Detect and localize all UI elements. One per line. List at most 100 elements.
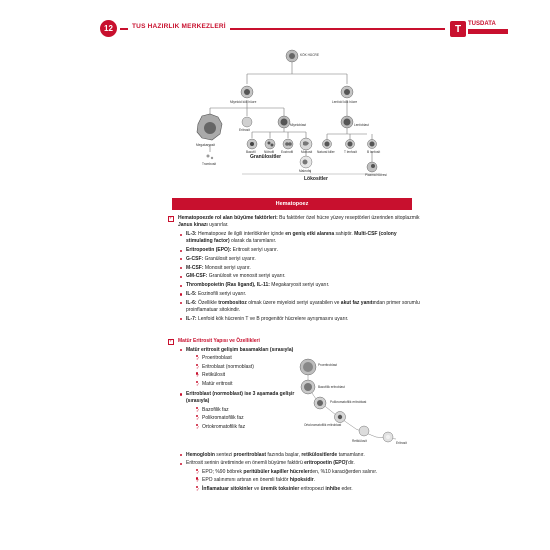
item-text: EPO; %90 böbrek — [202, 468, 244, 475]
label-nk: Natural killer — [317, 150, 335, 154]
page-number: 12 — [100, 20, 117, 37]
label-baso: Bazofilik eritroblast — [318, 385, 345, 389]
item-text: ndan primer sorumlu proinflamatuar sitok… — [186, 299, 420, 313]
stages-title: Matür eritrosit gelişim basamakları (sır… — [186, 346, 294, 353]
item-text: Hematopoez ile ilgili interlökinler için… — [196, 231, 286, 237]
erythrocyte-left-column: Matür eritrosit gelişim basamakları (sır… — [168, 347, 298, 431]
brand-logo: T TUSDATA — [450, 20, 510, 37]
logo-bar — [468, 29, 508, 34]
list-item: Eritroblast (normoblast) ise 3 aşamada g… — [180, 391, 298, 431]
item-text: . — [313, 477, 316, 484]
erythropoiesis-diagram — [299, 358, 397, 443]
intro-bold: Hematopoezde rol alan büyüme faktörleri: — [178, 215, 278, 221]
list-item: Hemoglobin sentezi proeritroblast fazınd… — [180, 452, 420, 459]
label-leukocytes: Lökositler — [304, 176, 328, 182]
list-item: GM-CSF: Granülosit ve monosit seriyi uya… — [180, 273, 420, 280]
list-item: G-CSF: Granülosit seriyi uyarır. — [180, 256, 420, 263]
stage-item: Matür eritrosit — [196, 380, 298, 388]
list-item: IL-5: Eozinofili seriyi uyarır. — [180, 291, 420, 298]
label-myeloid: Miyeloid kök hücre — [230, 100, 257, 104]
item-bold: en geniş etki alanına — [285, 231, 335, 237]
label-basophil: Bazofil — [246, 150, 256, 154]
figure-caption-bar: Hematopoez — [172, 198, 412, 210]
item-bold: peritübüler kapiller hücreler — [243, 468, 310, 475]
item-text: olmak üzere miyeloid seriyi uyarabilen v… — [246, 299, 341, 306]
intro-end: uyarırlar. — [207, 222, 229, 229]
header-title: TUS HAZIRLIK MERKEZLERİ — [128, 23, 230, 30]
item-bold: Hemoglobin — [186, 451, 215, 458]
item-text: Eozinofili seriyi uyarır. — [196, 290, 247, 297]
item-key: IL-5: — [186, 290, 197, 297]
section-heading: Matür Eritrosit Yapısı ve Özellikleri — [178, 338, 260, 344]
item-key: IL-7: — [186, 315, 197, 322]
list-item: IL-3: Hematopoez ile ilgili interlökinle… — [180, 231, 420, 245]
item-key: IL-3: — [186, 231, 197, 237]
item-bold: inhibe — [325, 485, 341, 492]
figure-caption: Hematopoez — [275, 201, 309, 207]
label-megakaryocyte: Megakaryosit — [196, 143, 215, 147]
label-myeloblast: Miyeloblast — [290, 123, 306, 127]
item-text: den, %10 karaciğerden salınır. — [309, 468, 378, 475]
item-text: olarak da tanımlanır. — [229, 238, 277, 245]
erythrocyte-list: Matür eritrosit gelişim basamakları (sır… — [180, 347, 298, 431]
item-key: G-CSF: — [186, 255, 204, 262]
hemoglobin-list: Hemoglobin sentezi proeritroblast fazınd… — [180, 452, 420, 493]
eb-stages-list: Bazofilik faz Polikromatofilik faz Ortok… — [196, 406, 298, 431]
logo-mark-icon: T — [450, 21, 466, 37]
item-bold: proeritroblast — [233, 451, 267, 458]
item-bold: retikülositlerde — [301, 451, 338, 458]
label-rbc: Eritrosit — [396, 441, 407, 445]
label-lymphoblast: Lenfoblast — [354, 123, 369, 127]
item-text: fazında başlar, — [266, 451, 302, 458]
logo-text: TUSDATA — [468, 21, 496, 27]
item-text: Granülosit seriyi uyarır. — [203, 255, 256, 262]
item-bold: üremik toksinler — [260, 485, 300, 492]
item-text: Eritrosit seriyi uyarır. — [231, 247, 278, 253]
item-bold: eritropoetin (EPO) — [304, 460, 348, 467]
hematopoiesis-figure: KÖK HÜCRE Miyeloid kök hücre Lenfoid kök… — [172, 44, 412, 194]
hematopoiesis-diagram — [196, 49, 382, 175]
item-bold: trombositoz — [218, 299, 247, 306]
list-item: Eritropoetin (EPO): Eritrosit seriyi uya… — [180, 247, 420, 254]
label-granulocytes: Granülositler — [250, 154, 282, 160]
list-item: Matür eritrosit gelişim basamakları (sır… — [180, 347, 298, 388]
label-thrombocyte: Trombosit — [202, 162, 217, 166]
item-text: Monosit seriyi uyarır. — [203, 264, 251, 271]
item-text: eritropoezi — [299, 485, 326, 492]
list-item: IL-6: Özellikle trombositoz olmak üzere … — [180, 300, 420, 314]
intro-bold2: Janus kinazı — [178, 222, 208, 229]
intro-text: Bu faktörler özel hücre yüzey reseptörle… — [277, 215, 420, 221]
list-item: Eritrosit serinin üretiminde en önemli b… — [180, 460, 420, 493]
item-text: Megakaryosit seriyi uyarır. — [269, 282, 330, 289]
item-key: Thrombopoietin (Ras ligand), IL-11: — [186, 282, 270, 289]
label-neutrophil: Nötrofil — [264, 150, 275, 154]
stage-item: Ortokromatofilik faz — [196, 423, 298, 431]
label-eosinophil: Eozinofil — [281, 150, 294, 154]
growth-factors-intro: Hematopoezde rol alan büyüme faktörleri:… — [168, 215, 420, 229]
item-text: ve — [252, 485, 261, 492]
label-lymphoid: Lenfoid kök hücre — [332, 100, 358, 104]
hemoglobin-section: Hemoglobin sentezi proeritroblast fazınd… — [168, 450, 420, 493]
label-erythrocyte: Eritrosit — [239, 128, 250, 132]
label-monocyte: Monosit — [301, 150, 313, 154]
item-bold: İnflamatuar sitokinler — [202, 485, 253, 492]
header-rule — [120, 28, 445, 30]
label-poly: Polikromatofilik eritroblast — [330, 400, 367, 404]
epo-sub-list: EPO; %90 böbrek peritübüler kapiller hüc… — [196, 468, 420, 493]
label-retic: Retikülosit — [352, 439, 367, 443]
label-macrophage: Makrofaj — [299, 169, 312, 173]
label-plasma: Plazma hücresi — [365, 173, 387, 177]
stage-item: Polikromatofilik faz — [196, 415, 298, 422]
page-header: 12 TUS HAZIRLIK MERKEZLERİ T TUSDATA — [100, 20, 510, 37]
section-heading-row: Matür Eritrosit Yapısı ve Özellikleri — [168, 338, 420, 345]
list-item: Thrombopoietin (Ras ligand), IL-11: Mega… — [180, 282, 420, 289]
eb-title: Eritroblast (normoblast) ise 3 aşamada g… — [186, 390, 295, 404]
item-key: GM-CSF: — [186, 273, 208, 280]
item-text: Lenfoid kök hücrenin T ve B progenitör h… — [196, 315, 349, 322]
list-item: M-CSF: Monosit seriyi uyarır. — [180, 265, 420, 272]
item-text: Özellikle — [196, 299, 219, 306]
growth-factors-section: Hematopoezde rol alan büyüme faktörleri:… — [168, 215, 420, 323]
item-key: IL-6: — [186, 299, 197, 306]
list-item: IL-7: Lenfoid kök hücrenin T ve B progen… — [180, 316, 420, 323]
sub-item: EPO; %90 böbrek peritübüler kapiller hüc… — [196, 468, 420, 476]
